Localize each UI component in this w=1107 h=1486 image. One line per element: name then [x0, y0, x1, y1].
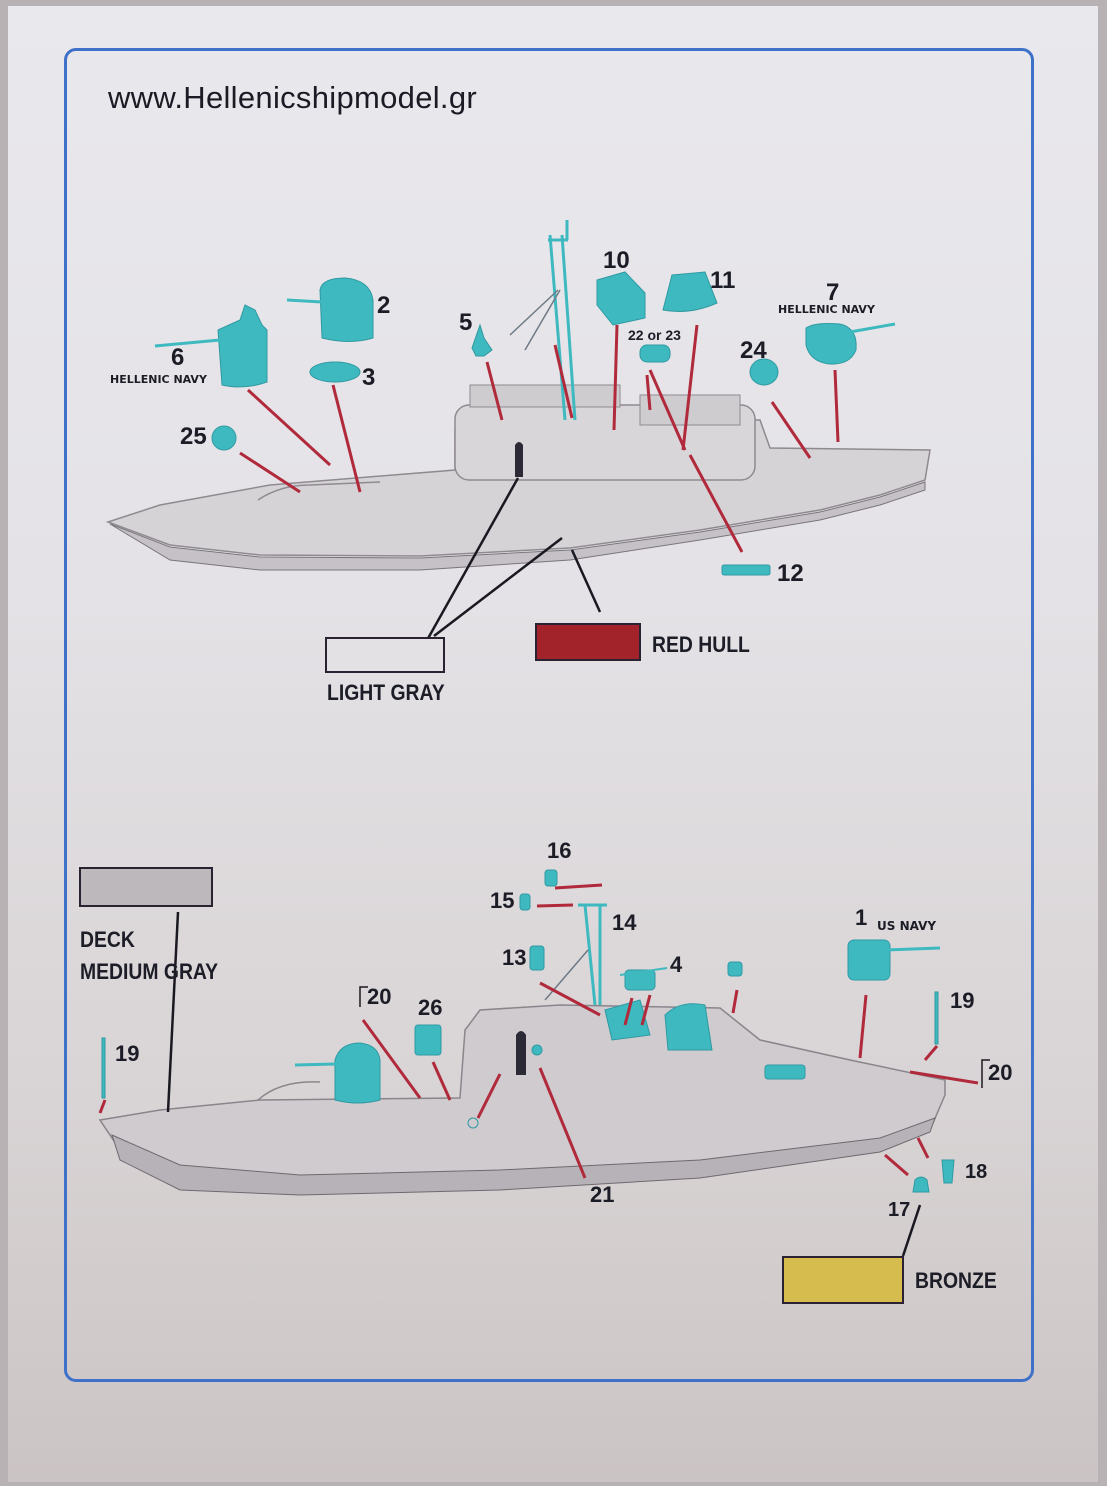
- bottom-color-leaders: [166, 911, 922, 1257]
- callout-14: 14: [612, 910, 637, 935]
- part-5: [471, 323, 493, 357]
- swatch-bronze: [782, 1256, 904, 1304]
- callout-25: 25: [180, 423, 207, 450]
- callout-4: 4: [670, 952, 683, 977]
- bottom-ship: [98, 869, 990, 1257]
- top-color-leaders: [424, 477, 602, 643]
- part-4: [624, 969, 656, 991]
- callout-22-or-23: 22 or 23: [628, 327, 681, 343]
- callout-19-right: 19: [950, 988, 974, 1013]
- swatch-deck-medium-gray: [79, 867, 213, 907]
- part-1-gun: [847, 939, 891, 981]
- callout-6: 6: [171, 344, 184, 371]
- callout-7: 7: [826, 279, 839, 306]
- callout-21: 21: [590, 1182, 614, 1207]
- top-ship-lower-hull: [109, 481, 926, 571]
- part-7-gun: [805, 323, 857, 365]
- top-ship-forecastle: [257, 481, 381, 501]
- callout-18: 18: [965, 1161, 987, 1183]
- part-10-box: [596, 271, 646, 326]
- callout-1: 1: [855, 905, 867, 930]
- top-ship-door: [515, 442, 523, 477]
- part-small: [727, 961, 743, 977]
- instruction-sheet: [8, 6, 1098, 1482]
- part-13: [529, 945, 545, 971]
- callout-10: 10: [603, 247, 630, 274]
- bottom-mast-part: [544, 903, 607, 1006]
- callout-26: 26: [418, 995, 442, 1020]
- part-16: [544, 869, 558, 887]
- part-26: [414, 1024, 442, 1056]
- callout-7-note: HELLENIC NAVY: [778, 303, 876, 316]
- bottom-ship-door: [516, 1031, 526, 1075]
- bracket-20-right: [981, 1059, 990, 1088]
- label-medium-gray: MEDIUM GRAY: [80, 959, 219, 984]
- part-15: [519, 893, 531, 911]
- callout-15: 15: [490, 888, 514, 913]
- callout-1-note: US NAVY: [877, 919, 936, 933]
- part-18: [941, 1159, 955, 1184]
- callout-20-left: 20: [367, 984, 391, 1009]
- part-24: [749, 358, 779, 386]
- callout-24: 24: [740, 337, 767, 364]
- callout-16: 16: [547, 838, 571, 863]
- top-parts: [154, 271, 896, 576]
- part-19-right: [934, 991, 939, 1045]
- callout-5: 5: [459, 309, 472, 336]
- bottom-parts: [101, 869, 955, 1193]
- label-bronze: BRONZE: [915, 1268, 997, 1293]
- bottom-callouts: 1 US NAVY 4 13 14 15 16 17 18 19 19 20 2…: [115, 838, 1012, 1221]
- part-25: [211, 425, 237, 451]
- label-light-gray: LIGHT GRAY: [327, 680, 445, 705]
- callout-17: 17: [888, 1199, 910, 1221]
- part-turret-forward: [334, 1042, 381, 1104]
- callout-19-left: 19: [115, 1041, 139, 1066]
- callout-3: 3: [362, 364, 375, 391]
- part-3-base: [309, 361, 361, 383]
- callout-12: 12: [777, 560, 804, 587]
- part-aft-equipment: [764, 1064, 806, 1080]
- part-2-turret: [319, 277, 374, 342]
- bracket-20-left: [359, 986, 368, 1007]
- part-17: [912, 1176, 930, 1193]
- callout-20-right: 20: [988, 1060, 1012, 1085]
- top-mast-part: [509, 220, 577, 421]
- top-callouts: 2 3 5 6 HELLENIC NAVY 7 HELLENIC NAVY 10…: [110, 247, 876, 587]
- part-21-porthole: [531, 1044, 543, 1056]
- label-red-hull: RED HULL: [652, 632, 750, 657]
- callout-6-note: HELLENIC NAVY: [110, 373, 208, 386]
- top-ship-aft-block: [639, 394, 741, 426]
- bottom-leaders: [98, 883, 979, 1179]
- swatch-red-hull: [535, 623, 641, 661]
- top-ship-upper-deck: [469, 384, 621, 408]
- part-12-railing: [721, 564, 771, 576]
- bottom-ship-lower-hull: [111, 1117, 936, 1196]
- callout-2: 2: [377, 292, 390, 319]
- part-22-or-23: [639, 344, 671, 363]
- bottom-ship-forecastle: [257, 1081, 321, 1101]
- callout-11: 11: [710, 267, 735, 294]
- part-porthole-2: [467, 1117, 479, 1129]
- part-11: [662, 271, 718, 312]
- part-aft-gun-housing: [664, 1003, 713, 1051]
- swatch-light-gray: [325, 637, 445, 673]
- callout-13: 13: [502, 945, 526, 970]
- part-19-left: [101, 1037, 106, 1099]
- top-ship: [105, 220, 931, 643]
- top-leaders: [239, 324, 840, 553]
- page-border: [64, 48, 1034, 1382]
- website-title: www.Hellenicshipmodel.gr: [108, 80, 478, 115]
- part-6-gun: [217, 304, 268, 388]
- label-deck: DECK: [80, 927, 135, 952]
